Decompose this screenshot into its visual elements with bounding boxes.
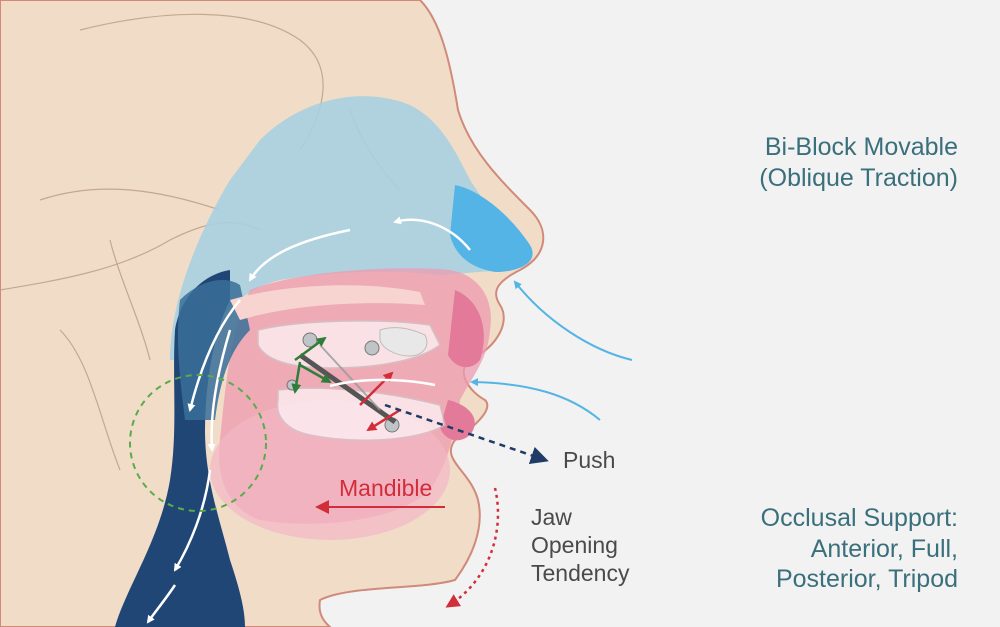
blue-airflow-arrow — [470, 378, 601, 421]
nasal-passage — [450, 185, 533, 272]
push-label: Push — [563, 447, 616, 473]
jaw-label-line3: Tendency — [531, 560, 630, 586]
support-line2: Posterior, Tripod — [775, 565, 958, 593]
green-arrow — [299, 363, 332, 384]
jaw-label-line1: Jaw — [531, 504, 572, 530]
support-title: Occlusal Support: — [760, 504, 958, 532]
traction-rod-2 — [319, 344, 381, 411]
red-arrow — [359, 371, 394, 406]
airflow-arrows — [146, 216, 471, 624]
palate — [230, 285, 425, 320]
upper-airway — [170, 96, 513, 361]
lower-airway — [115, 270, 245, 627]
device-subtitle: (Oblique Traction) — [759, 164, 958, 192]
jaw-label-line2: Opening — [531, 532, 618, 558]
device-title: Bi-Block Movable — [764, 133, 958, 161]
traction-rod — [298, 352, 397, 425]
jaw-opening-arrow — [445, 487, 500, 608]
upper-lip — [448, 290, 484, 368]
green-arrow — [294, 336, 327, 362]
lower-lip — [440, 400, 475, 441]
support-line1: Anterior, Full, — [810, 535, 958, 563]
airway-focus-circle — [129, 374, 267, 512]
mandible-label: Mandible — [339, 475, 433, 501]
red-arrow — [366, 408, 401, 432]
blue-airflow-arrow — [513, 280, 633, 361]
green-arrow — [291, 361, 302, 394]
